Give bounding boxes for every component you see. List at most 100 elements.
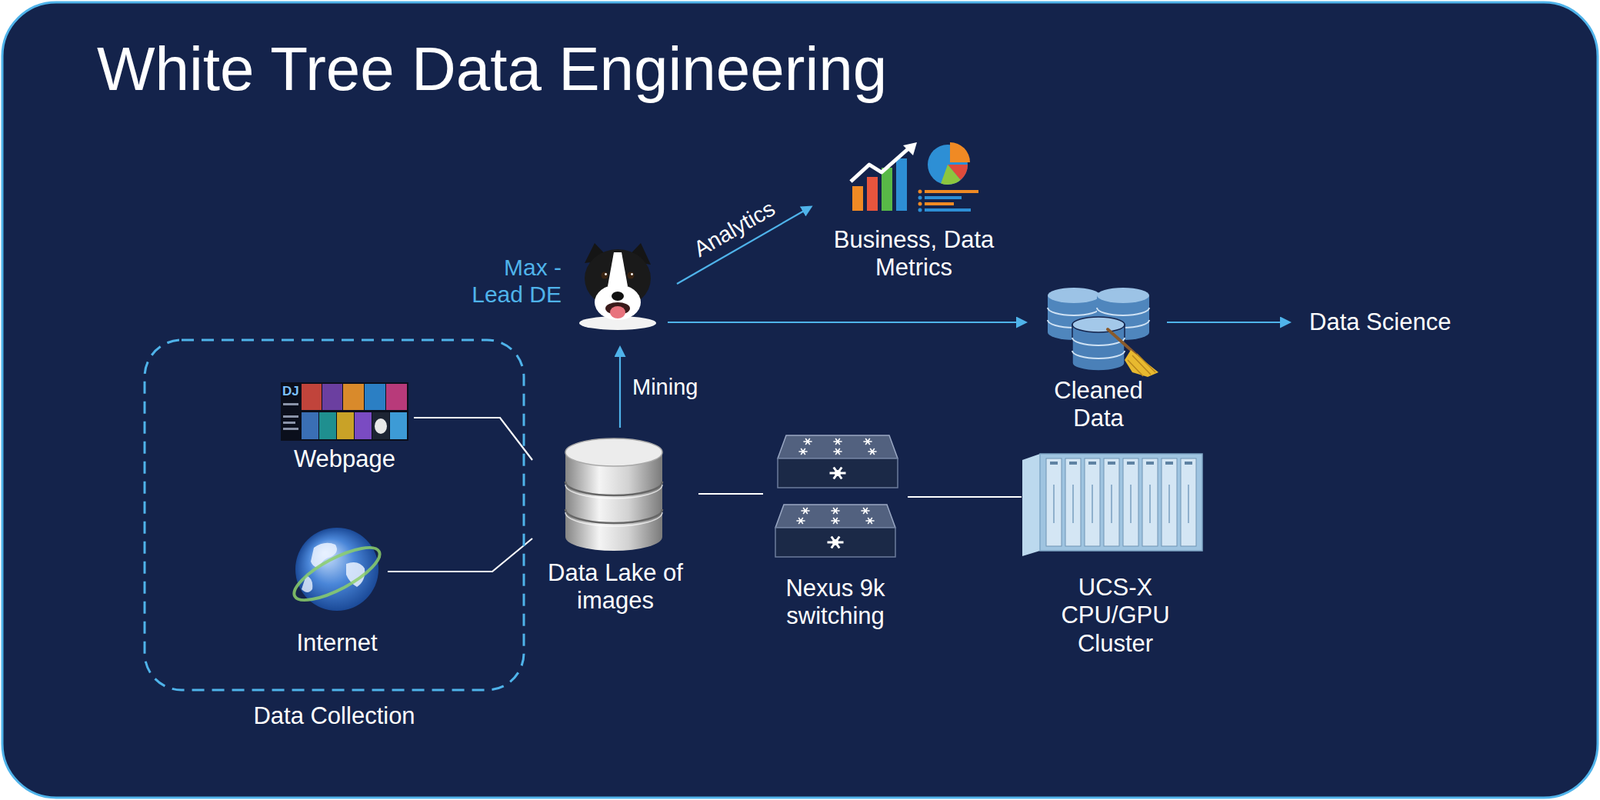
flow-arrow [1166,321,1290,324]
webpage-thumbnail [280,382,409,441]
cleaned-data-icon [1127,353,1156,377]
link-line [698,493,764,495]
link-line [907,496,1022,498]
webpage-thumbnail [374,418,387,434]
node-label: Data Science [1309,308,1451,337]
database-icon [565,438,663,467]
metrics-icon [903,142,917,156]
database-icon [565,438,663,551]
webpage-thumbnail [283,403,299,406]
metrics-icon [866,176,878,211]
edge-label-holder: Mining [632,387,698,414]
globe-icon [287,537,387,610]
dog-photo [604,273,607,276]
edge-label-holder: Analytics [734,229,824,256]
dog-photo [630,273,634,276]
node-label: UCS-X CPU/GPU Cluster [1050,573,1181,658]
database-icon [565,452,663,551]
webpage-thumbnail [372,412,390,440]
metrics-icon [881,167,893,211]
cleaned-data-icon [1124,350,1159,377]
cleaned-data-node: Cleaned Data [1033,284,1164,437]
webpage-thumbnail [343,383,364,410]
dog-photo [611,291,624,301]
link-line [413,417,533,460]
cleaned-data-icon [1096,287,1150,304]
node-label: Cleaned Data [1040,376,1157,434]
switch-pair-icon [775,504,896,557]
server-chassis-icon [1050,461,1193,465]
database-icon [565,512,663,527]
database-icon [565,509,663,524]
collection-group: WebpageInternetData Collection [143,338,526,692]
dog-photo [627,272,635,280]
metrics-node: Business, Data Metrics [815,140,1013,286]
metrics-icon [940,164,961,185]
metrics-icon [918,208,923,213]
metrics-icon [896,158,907,211]
metrics-icon [924,202,954,206]
switch-pair-icon [775,435,898,557]
group-heading: Data Collection [143,702,526,730]
server-chassis-icon [1022,453,1203,557]
dog-photo [594,284,641,320]
lead-engineer: Max - Lead DE [451,235,664,327]
node-label: Webpage [293,445,396,474]
metrics-icon [850,142,979,213]
title-holder: White Tree Data Engineering [96,35,887,104]
globe-icon [287,527,387,611]
webpage-thumbnail [354,412,372,440]
cluster-node: UCS-X CPU/GPU Cluster [1023,450,1208,661]
node-label: Nexus 9k switching [773,574,897,631]
metrics-icon [850,149,908,182]
flow-arrow [619,347,621,428]
dog-photo [607,252,628,287]
webpage-thumbnail [364,383,386,410]
switch-node: Nexus 9k switching [766,430,905,634]
webpage-thumbnail [283,427,299,430]
link-line [387,538,533,572]
node-label: Business, Data Metrics [821,226,1007,283]
label-holder: DJ [282,384,300,398]
metrics-icon [918,190,923,194]
data-lake-node: Data Lake of images [532,435,699,619]
data-science-node: Data Science [1304,305,1457,340]
dog-photo [579,243,657,330]
dog-photo [610,306,626,319]
webpage-thumbnail [386,383,407,410]
metrics-icon [918,202,923,207]
cleaned-data-icon [1072,316,1125,333]
node-label: Max - Lead DE [457,253,562,308]
node-label: Internet [296,629,377,657]
switch-pair-icon [777,435,898,488]
webpage-thumbnail [280,382,409,441]
node-label: Data Lake of images [538,559,693,616]
cleaned-data-icon [1047,287,1159,377]
webpage-thumbnail [283,415,299,418]
metrics-icon [950,142,970,163]
database-icon [565,481,663,496]
diagram-title: White Tree Data Engineering [96,35,887,104]
server-chassis-icon [1022,453,1040,557]
cleaned-data-icon [1072,337,1125,359]
webpage-thumbnail [301,383,322,410]
webpage-thumbnail [336,412,354,440]
cleaned-data-icon [1047,287,1100,304]
flow-arrow [667,321,1026,324]
webpage-thumbnail [283,421,296,424]
metrics-icon [924,196,962,200]
server-chassis-icon [1053,484,1189,524]
edge-label: Mining [632,374,698,401]
dog-photo [584,249,651,308]
webpage-thumbnail [319,412,337,440]
thumbnail-text: DJ [282,384,300,398]
server-chassis-icon [1040,453,1203,551]
dashed-outline [144,340,524,690]
webpage-thumbnail [322,383,343,410]
metrics-icon [852,186,864,211]
internet-source: Internet [286,523,388,661]
dog-photo [601,272,609,280]
